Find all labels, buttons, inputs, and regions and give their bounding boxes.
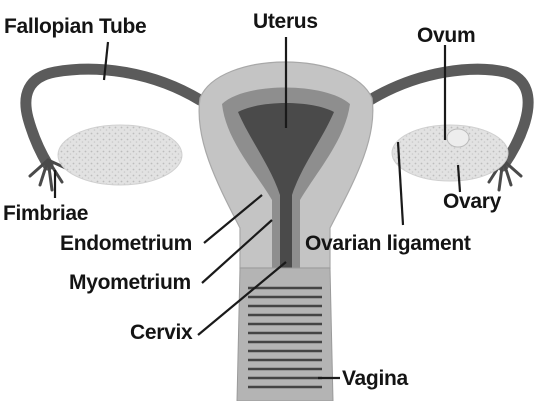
left-ovary — [58, 125, 182, 185]
label-vagina: Vagina — [342, 367, 409, 390]
label-uterus: Uterus — [253, 10, 318, 33]
label-ovum: Ovum — [417, 24, 475, 47]
ovum-marker — [447, 129, 469, 147]
label-ovary: Ovary — [443, 190, 502, 213]
label-myometrium: Myometrium — [69, 271, 191, 294]
label-endometrium: Endometrium — [60, 232, 192, 255]
label-fallopian-tube: Fallopian Tube — [4, 15, 146, 38]
label-cervix: Cervix — [130, 321, 193, 344]
label-fimbriae: Fimbriae — [3, 202, 88, 225]
label-ovarian-ligament: Ovarian ligament — [305, 232, 471, 255]
